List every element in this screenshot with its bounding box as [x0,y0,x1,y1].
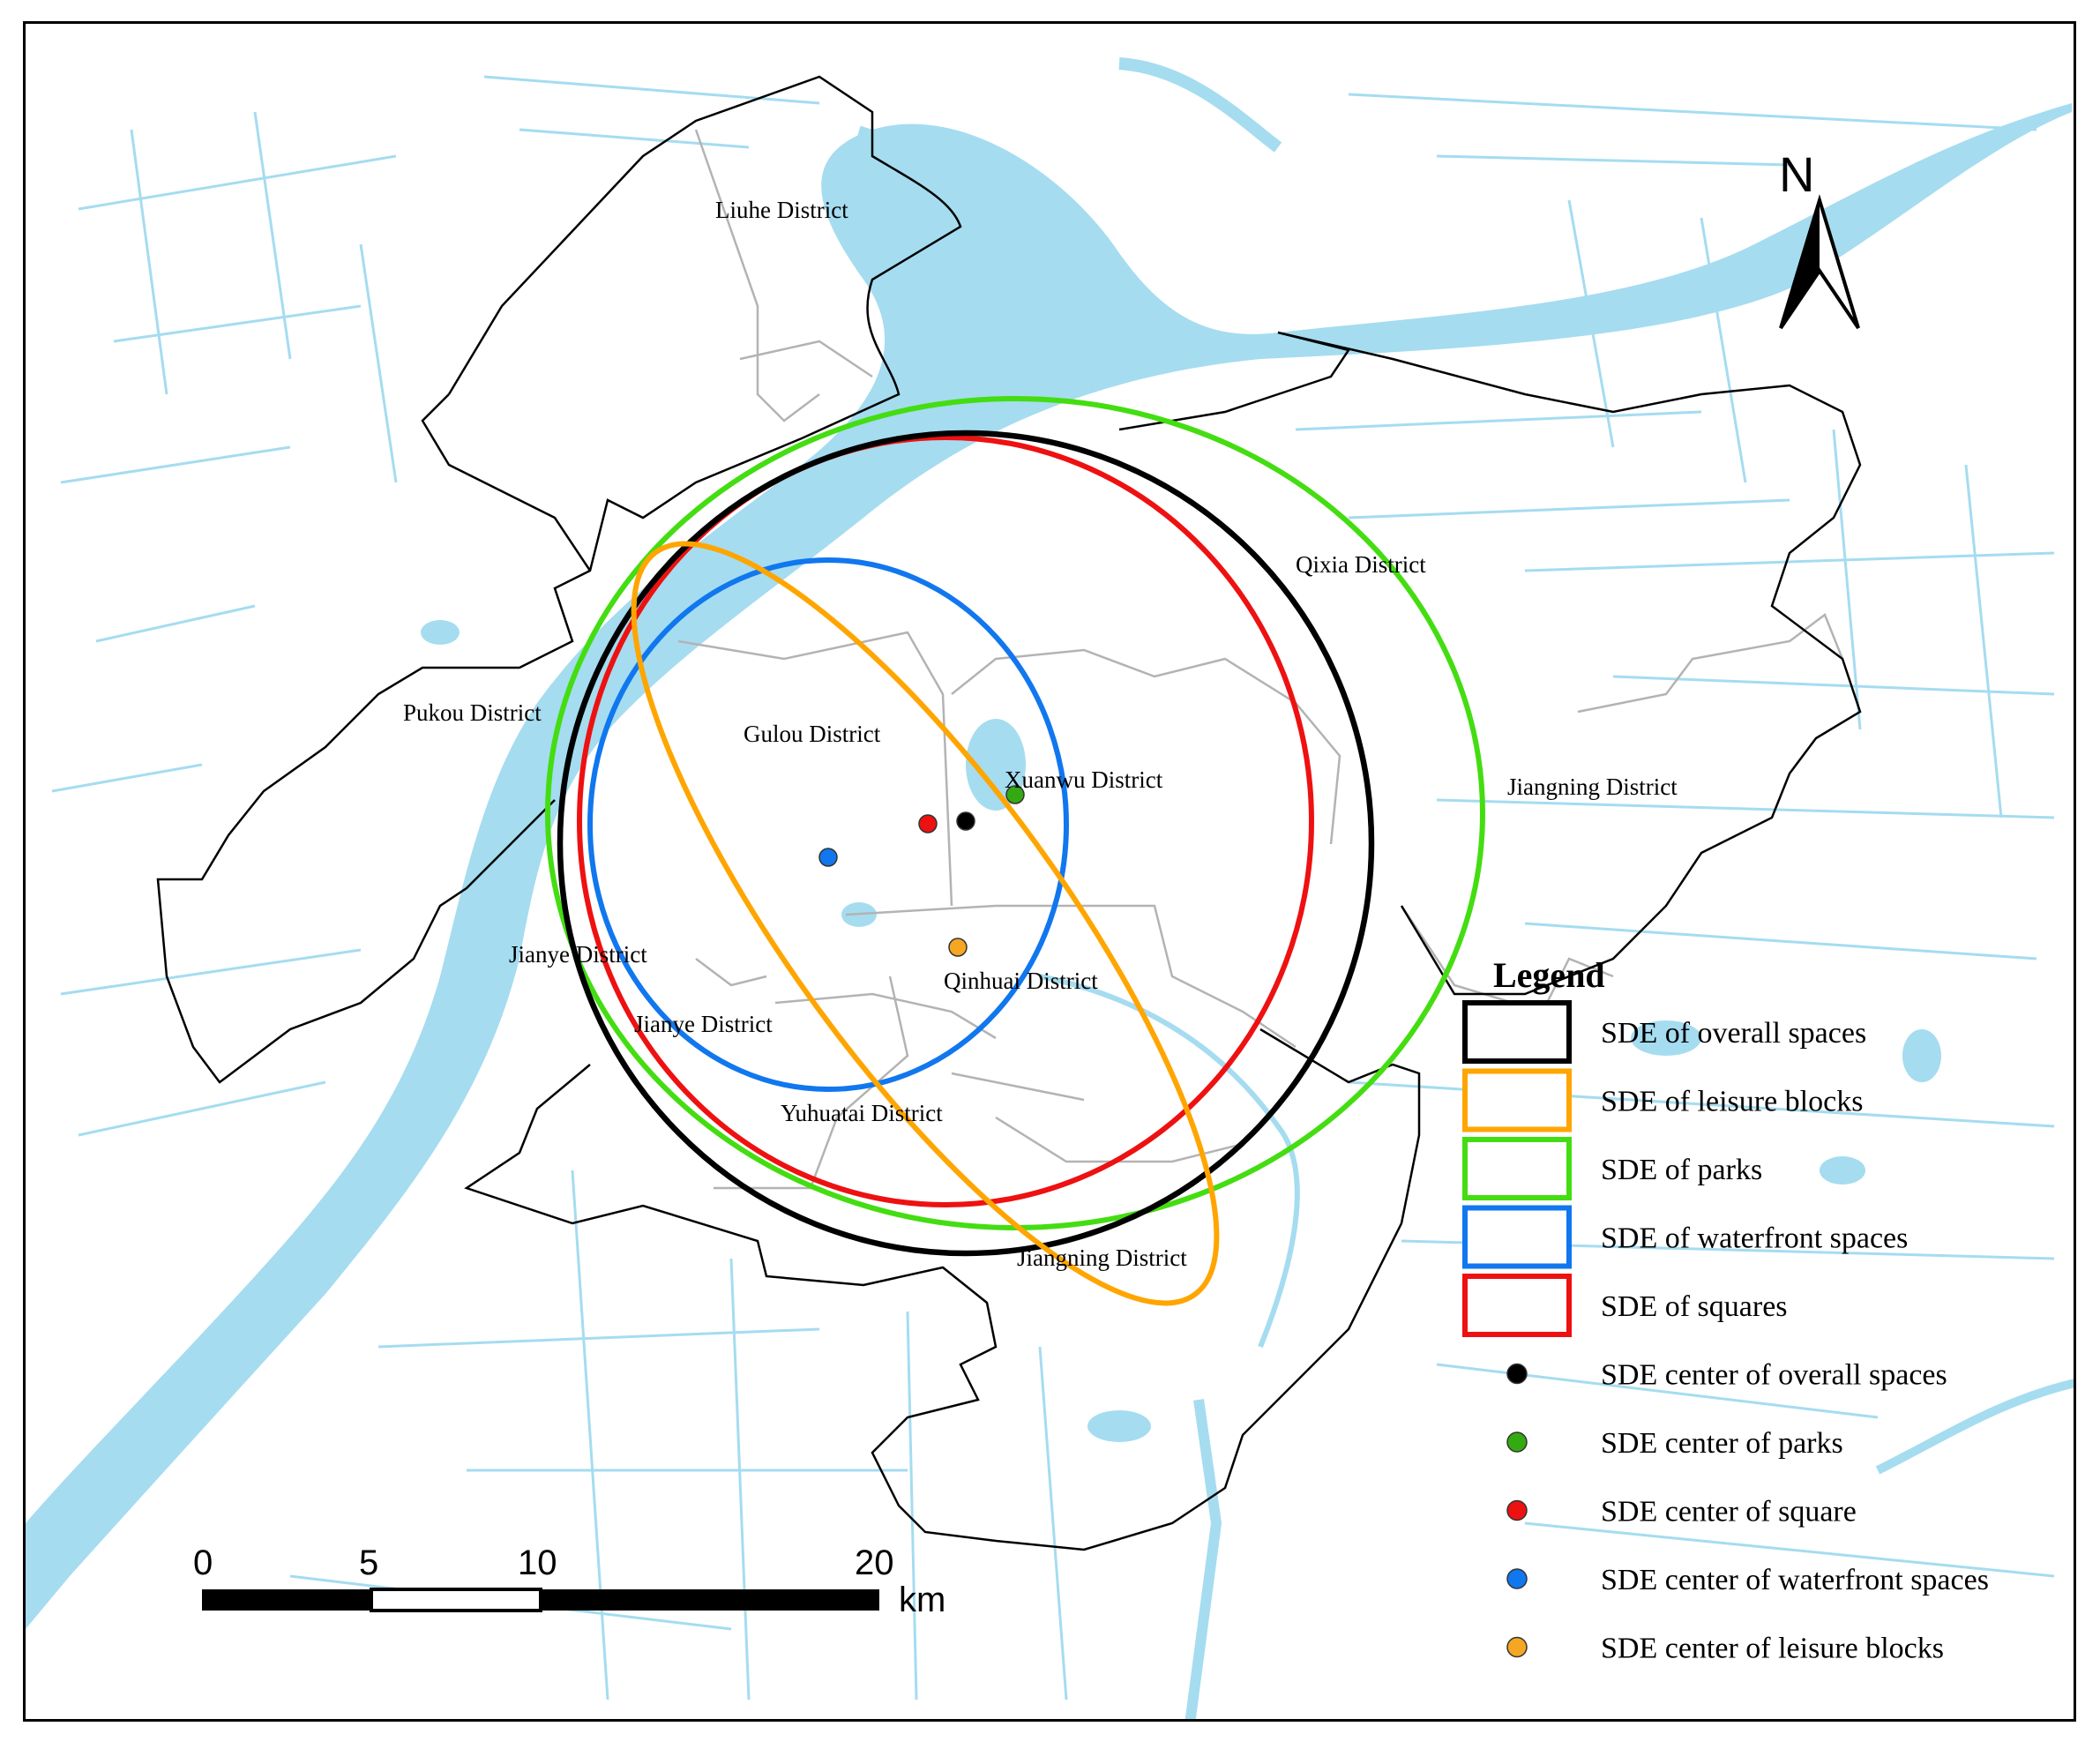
scale-tick-label: 5 [359,1543,378,1582]
legend-swatch-parks [1462,1137,1572,1200]
district-label: Jiangning District [1017,1244,1187,1271]
scale-bar: 0 5 10 20 km [193,1543,945,1619]
legend-swatch-squares [1462,1274,1572,1337]
legend-center-marker-overall [1506,1363,1528,1385]
legend-center-marker-squares [1506,1499,1528,1521]
scale-tick-label: 0 [193,1543,213,1582]
scale-tick-label: 20 [855,1543,894,1582]
district-labels: Liuhe District Qixia District Pukou Dist… [403,197,1678,1271]
north-label: N [1779,146,1814,202]
district-label: Qixia District [1296,551,1426,578]
sde-ellipse-waterfront [587,557,1069,1092]
legend-label: SDE center of square [1601,1496,1857,1529]
legend-title: Legend [1493,955,1605,995]
district-label: Qinhuai District [944,968,1098,994]
legend-label: SDE of parks [1601,1154,1762,1186]
district-label: Jianye District [634,1011,773,1037]
sde-center-leisure [948,938,968,957]
legend-label: SDE center of waterfront spaces [1601,1564,1989,1596]
water-network [26,57,2074,1719]
legend-swatch-overall [1462,1000,1572,1064]
legend-label: SDE of squares [1601,1290,1788,1323]
sde-ellipse-squares [577,435,1314,1207]
sde-ellipse-leisure [631,541,1220,1306]
sde-centers [818,785,1025,957]
sde-center-overall [956,811,975,831]
legend-label: SDE of overall spaces [1601,1017,1866,1050]
scale-unit-label: km [899,1581,945,1619]
legend-center-marker-parks [1506,1431,1528,1453]
legend-label: SDE of waterfront spaces [1601,1222,1908,1255]
sde-center-parks [1005,785,1025,804]
legend-label: SDE center of parks [1601,1427,1843,1460]
sde-ellipses [545,396,1485,1306]
river-branch [850,125,931,447]
yangtze-river [26,103,2072,1629]
legend-label: SDE center of leisure blocks [1601,1633,1944,1665]
district-label: Gulou District [744,721,881,747]
legend-swatch-leisure [1462,1068,1572,1132]
map-frame: Liuhe District Qixia District Pukou Dist… [23,21,2076,1722]
sde-ellipse-overall [557,430,1375,1257]
scale-bar-segment [202,1589,371,1611]
legend-label: SDE center of overall spaces [1601,1359,1947,1392]
district-label: Yuhuatai District [781,1100,943,1126]
district-label: Jianye District [509,941,647,968]
outer-district-boundaries [156,75,1862,1551]
north-arrow: N [1779,146,1860,330]
sde-center-waterfront [818,848,838,867]
scale-bar-segment [541,1589,879,1611]
legend-center-marker-waterfront [1506,1568,1528,1589]
district-label: Pukou District [403,699,542,726]
legend-center-marker-leisure [1506,1636,1528,1658]
river-channel [643,676,731,844]
map-canvas[interactable]: Liuhe District Qixia District Pukou Dist… [26,24,2076,1722]
legend-label: SDE of leisure blocks [1601,1086,1863,1118]
district-label: Jiangning District [1507,774,1678,800]
legend-swatch-waterfront [1462,1205,1572,1269]
scale-tick-label: 10 [518,1543,557,1582]
district-label: Xuanwu District [1005,766,1163,793]
sde-center-squares [918,814,938,833]
scale-bar-segment [370,1588,542,1612]
district-label: Liuhe District [715,197,848,223]
